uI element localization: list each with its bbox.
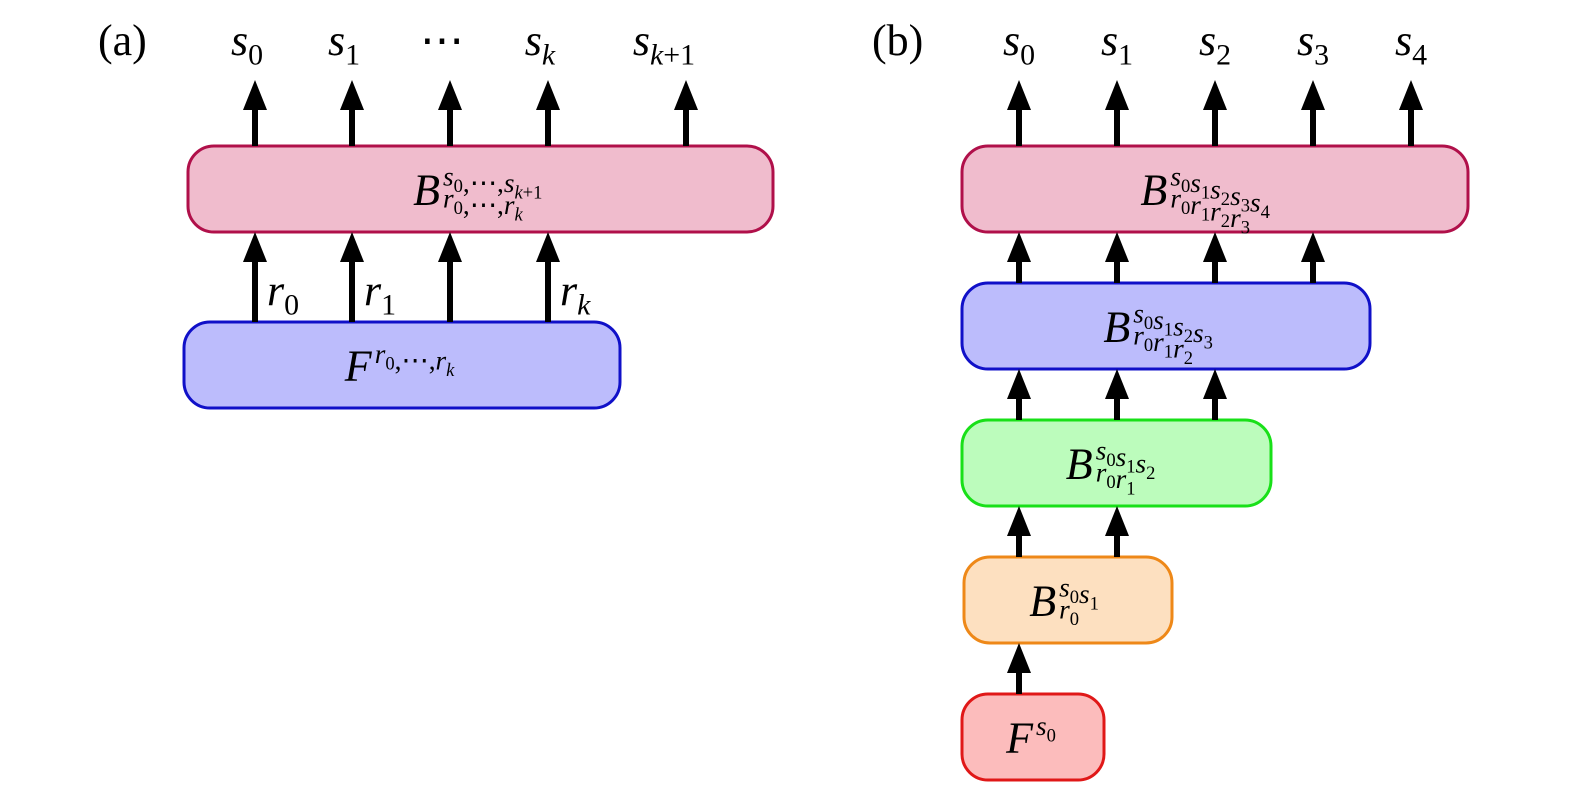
box-superscript: s0,⋯,sk+1 xyxy=(443,161,542,203)
box-subscript: r0r1r2 xyxy=(1133,320,1193,368)
output-label-a-1: s1 xyxy=(328,16,360,72)
output-label-a-0: s0 xyxy=(231,16,263,72)
output-label-a-4: sk+1 xyxy=(633,16,695,72)
output-label-a-2: ⋯ xyxy=(420,16,464,65)
output-label-b-1: s1 xyxy=(1101,16,1133,72)
box-main-symbol: B xyxy=(1103,302,1130,351)
arrow-mid-a-0 xyxy=(243,232,267,322)
box-subscript: r0,⋯,rk xyxy=(443,183,523,225)
edge-label-a-1: r1 xyxy=(364,266,396,322)
arrow-mid-a-2 xyxy=(438,232,462,322)
box-superscript: s0s1s2s3s4 xyxy=(1170,161,1270,222)
arrow-out-b-1 xyxy=(1105,80,1129,146)
box-main-symbol: B xyxy=(1140,165,1167,214)
arrow-out-b-3 xyxy=(1301,80,1325,146)
box-main-symbol: F xyxy=(344,341,373,390)
box-superscript: s0s1 xyxy=(1059,572,1099,614)
box-main-symbol: B xyxy=(1066,439,1093,488)
panel-label-a: (a) xyxy=(98,16,147,65)
arrow-b-level2-0 xyxy=(1007,369,1031,420)
box-main-symbol: F xyxy=(1005,713,1034,762)
arrow-out-b-4 xyxy=(1399,80,1423,146)
box-b-B1-shape xyxy=(962,555,1174,645)
arrow-b-level3-0 xyxy=(1007,506,1031,557)
arrow-mid-a-1 xyxy=(340,232,364,322)
arrow-mid-a-3 xyxy=(536,232,560,322)
arrow-out-a-0 xyxy=(243,80,267,146)
arrow-b-level1-2 xyxy=(1203,232,1227,283)
box-subscript: r0r1r2r3 xyxy=(1170,183,1250,238)
arrow-b-level4-0 xyxy=(1007,643,1031,694)
box-superscript: s0s1s2s3 xyxy=(1133,298,1213,353)
arrow-out-a-4 xyxy=(674,80,698,146)
arrow-out-a-2 xyxy=(438,80,462,146)
box-main-symbol: B xyxy=(413,165,440,214)
arrow-b-level3-1 xyxy=(1105,506,1129,557)
box-b-B3-shape xyxy=(960,281,1372,371)
output-label-b-4: s4 xyxy=(1395,16,1427,72)
arrow-b-level2-2 xyxy=(1203,369,1227,420)
arrow-out-b-2 xyxy=(1203,80,1227,146)
arrow-b-level1-1 xyxy=(1105,232,1129,283)
arrow-out-a-1 xyxy=(340,80,364,146)
box-subscript: r0 xyxy=(1059,594,1079,629)
output-label-a-3: sk xyxy=(525,16,556,72)
box-superscript: s0 xyxy=(1036,711,1056,746)
box-main-symbol: B xyxy=(1029,576,1056,625)
output-label-b-2: s2 xyxy=(1199,16,1231,72)
arrow-b-level1-0 xyxy=(1007,232,1031,283)
arrow-b-level1-3 xyxy=(1301,232,1325,283)
box-superscript: s0s1s2 xyxy=(1096,435,1156,483)
box-a-F-shape xyxy=(182,320,622,410)
arrow-b-level2-1 xyxy=(1105,369,1129,420)
output-label-b-3: s3 xyxy=(1297,16,1329,72)
arrow-out-a-3 xyxy=(536,80,560,146)
box-subscript: r0r1 xyxy=(1096,457,1136,499)
output-label-b-0: s0 xyxy=(1003,16,1035,72)
edge-label-a-3: rk xyxy=(560,266,591,322)
arrow-out-b-0 xyxy=(1007,80,1031,146)
panel-label-b: (b) xyxy=(872,16,923,65)
box-a-B-shape xyxy=(186,144,775,234)
edge-label-a-0: r0 xyxy=(267,266,299,322)
box-b-F0-shape xyxy=(960,692,1106,782)
box-superscript: r0,⋯,rk xyxy=(375,339,455,381)
